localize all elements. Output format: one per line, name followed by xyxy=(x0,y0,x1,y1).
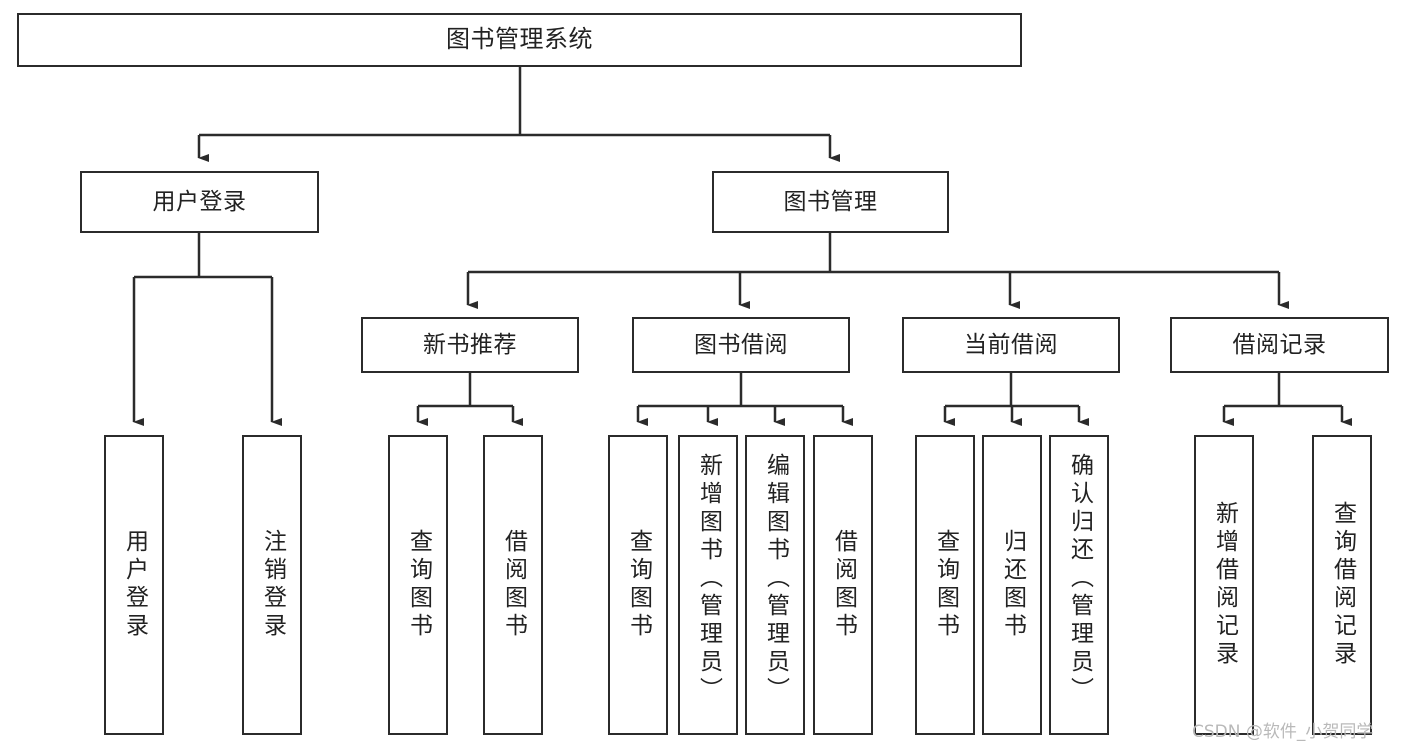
node-book-borrow[interactable]: 图书借阅 xyxy=(632,317,850,373)
node-label: 编辑图书（管理员） xyxy=(762,453,789,705)
node-label: 用户登录 xyxy=(152,188,247,215)
node-label: 新书推荐 xyxy=(423,331,517,358)
node-user-login[interactable]: 用户登录 xyxy=(80,171,319,233)
node-leaf-query-book-1[interactable]: 查询图书 xyxy=(388,435,448,735)
node-leaf-add-record[interactable]: 新增借阅记录 xyxy=(1194,435,1254,735)
node-label: 查询图书 xyxy=(932,529,959,641)
node-leaf-user-logout[interactable]: 注销登录 xyxy=(242,435,302,735)
node-label: 新增借阅记录 xyxy=(1211,501,1238,669)
node-label: 用户登录 xyxy=(121,529,148,641)
node-leaf-add-book[interactable]: 新增图书（管理员） xyxy=(678,435,738,735)
node-label: 当前借阅 xyxy=(964,331,1058,358)
node-label: 确认归还（管理员） xyxy=(1066,453,1093,705)
node-root-system[interactable]: 图书管理系统 xyxy=(17,13,1022,67)
node-leaf-borrow-book-1[interactable]: 借阅图书 xyxy=(483,435,543,735)
node-leaf-borrow-book-2[interactable]: 借阅图书 xyxy=(813,435,873,735)
node-label: 查询图书 xyxy=(625,529,652,641)
node-new-book-rec[interactable]: 新书推荐 xyxy=(361,317,579,373)
node-borrow-record[interactable]: 借阅记录 xyxy=(1170,317,1389,373)
node-leaf-query-book-2[interactable]: 查询图书 xyxy=(608,435,668,735)
node-label: 归还图书 xyxy=(999,529,1026,641)
node-current-borrow[interactable]: 当前借阅 xyxy=(902,317,1120,373)
node-leaf-user-login[interactable]: 用户登录 xyxy=(104,435,164,735)
csdn-watermark: CSDN @软件_小贺同学 xyxy=(1192,722,1374,742)
node-label: 借阅图书 xyxy=(830,529,857,641)
node-leaf-confirm-return[interactable]: 确认归还（管理员） xyxy=(1049,435,1109,735)
node-label: 图书借阅 xyxy=(694,331,788,358)
node-leaf-query-record[interactable]: 查询借阅记录 xyxy=(1312,435,1372,735)
node-leaf-return-book[interactable]: 归还图书 xyxy=(982,435,1042,735)
node-leaf-edit-book[interactable]: 编辑图书（管理员） xyxy=(745,435,805,735)
node-label: 查询图书 xyxy=(405,529,432,641)
node-label: 注销登录 xyxy=(259,529,286,641)
node-label: 查询借阅记录 xyxy=(1329,501,1356,669)
node-leaf-query-book-3[interactable]: 查询图书 xyxy=(915,435,975,735)
node-book-manage[interactable]: 图书管理 xyxy=(712,171,949,233)
node-label: 借阅记录 xyxy=(1232,331,1327,358)
node-label: 图书管理 xyxy=(783,188,878,215)
node-label: 图书管理系统 xyxy=(446,25,593,54)
node-label: 新增图书（管理员） xyxy=(695,453,722,705)
node-label: 借阅图书 xyxy=(500,529,527,641)
